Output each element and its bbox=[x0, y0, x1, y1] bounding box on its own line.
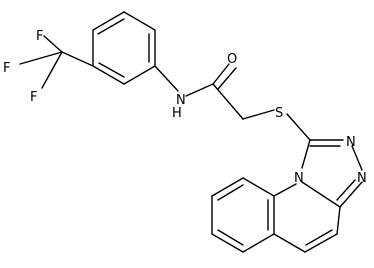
carbonyl-bond bbox=[212, 63, 230, 85]
trifluoromethyl-group bbox=[19, 35, 94, 89]
bond bbox=[211, 233, 244, 253]
bond bbox=[92, 65, 125, 85]
double-bond-inner bbox=[98, 62, 125, 78]
bond bbox=[61, 51, 94, 67]
bond bbox=[301, 181, 341, 208]
carbonyl-bond-second bbox=[217, 67, 237, 90]
double-bond-inner bbox=[97, 18, 125, 35]
bond bbox=[286, 113, 311, 141]
bond bbox=[211, 177, 244, 197]
bond bbox=[339, 181, 363, 208]
bond bbox=[185, 83, 214, 97]
atom-label-triazole-nitrogen: N bbox=[357, 171, 367, 186]
atom-label-triazole-nitrogen: N bbox=[346, 135, 356, 150]
bond bbox=[273, 233, 306, 253]
atom-label-fluorine: F bbox=[36, 29, 43, 44]
atom-label-oxygen: O bbox=[227, 52, 237, 67]
bond bbox=[351, 145, 363, 171]
bond bbox=[123, 65, 156, 85]
amide-linker bbox=[154, 63, 311, 141]
atom-labels: F F F O N H S N N N bbox=[3, 29, 367, 186]
double-bond-inner bbox=[217, 229, 244, 246]
bond bbox=[242, 233, 275, 253]
bond bbox=[41, 51, 63, 89]
bond bbox=[242, 177, 275, 197]
bond bbox=[92, 11, 125, 31]
phenyl-ring bbox=[92, 11, 156, 85]
bond bbox=[301, 139, 311, 169]
atom-label-fluorine: F bbox=[3, 61, 10, 76]
benzo-ring bbox=[211, 177, 275, 253]
double-bond-inner bbox=[336, 179, 356, 201]
atom-label-fluorine: F bbox=[30, 90, 37, 105]
bond bbox=[273, 183, 297, 197]
bond bbox=[336, 206, 341, 235]
bond bbox=[304, 233, 338, 253]
double-bond-inner bbox=[305, 229, 333, 246]
bond bbox=[212, 83, 244, 120]
atom-label-ring-nitrogen: N bbox=[294, 171, 304, 186]
atom-label-sulfur: S bbox=[275, 106, 283, 121]
bond bbox=[123, 11, 156, 31]
atom-label-hydrogen: H bbox=[172, 106, 182, 121]
bond bbox=[242, 109, 275, 120]
triazole-ring bbox=[301, 139, 363, 208]
bond bbox=[19, 51, 63, 65]
bond bbox=[43, 35, 63, 53]
double-bond-inner bbox=[217, 184, 244, 201]
pyridine-ring bbox=[273, 183, 341, 253]
bond bbox=[154, 65, 179, 92]
atom-label-amide-nitrogen: N bbox=[176, 93, 186, 108]
